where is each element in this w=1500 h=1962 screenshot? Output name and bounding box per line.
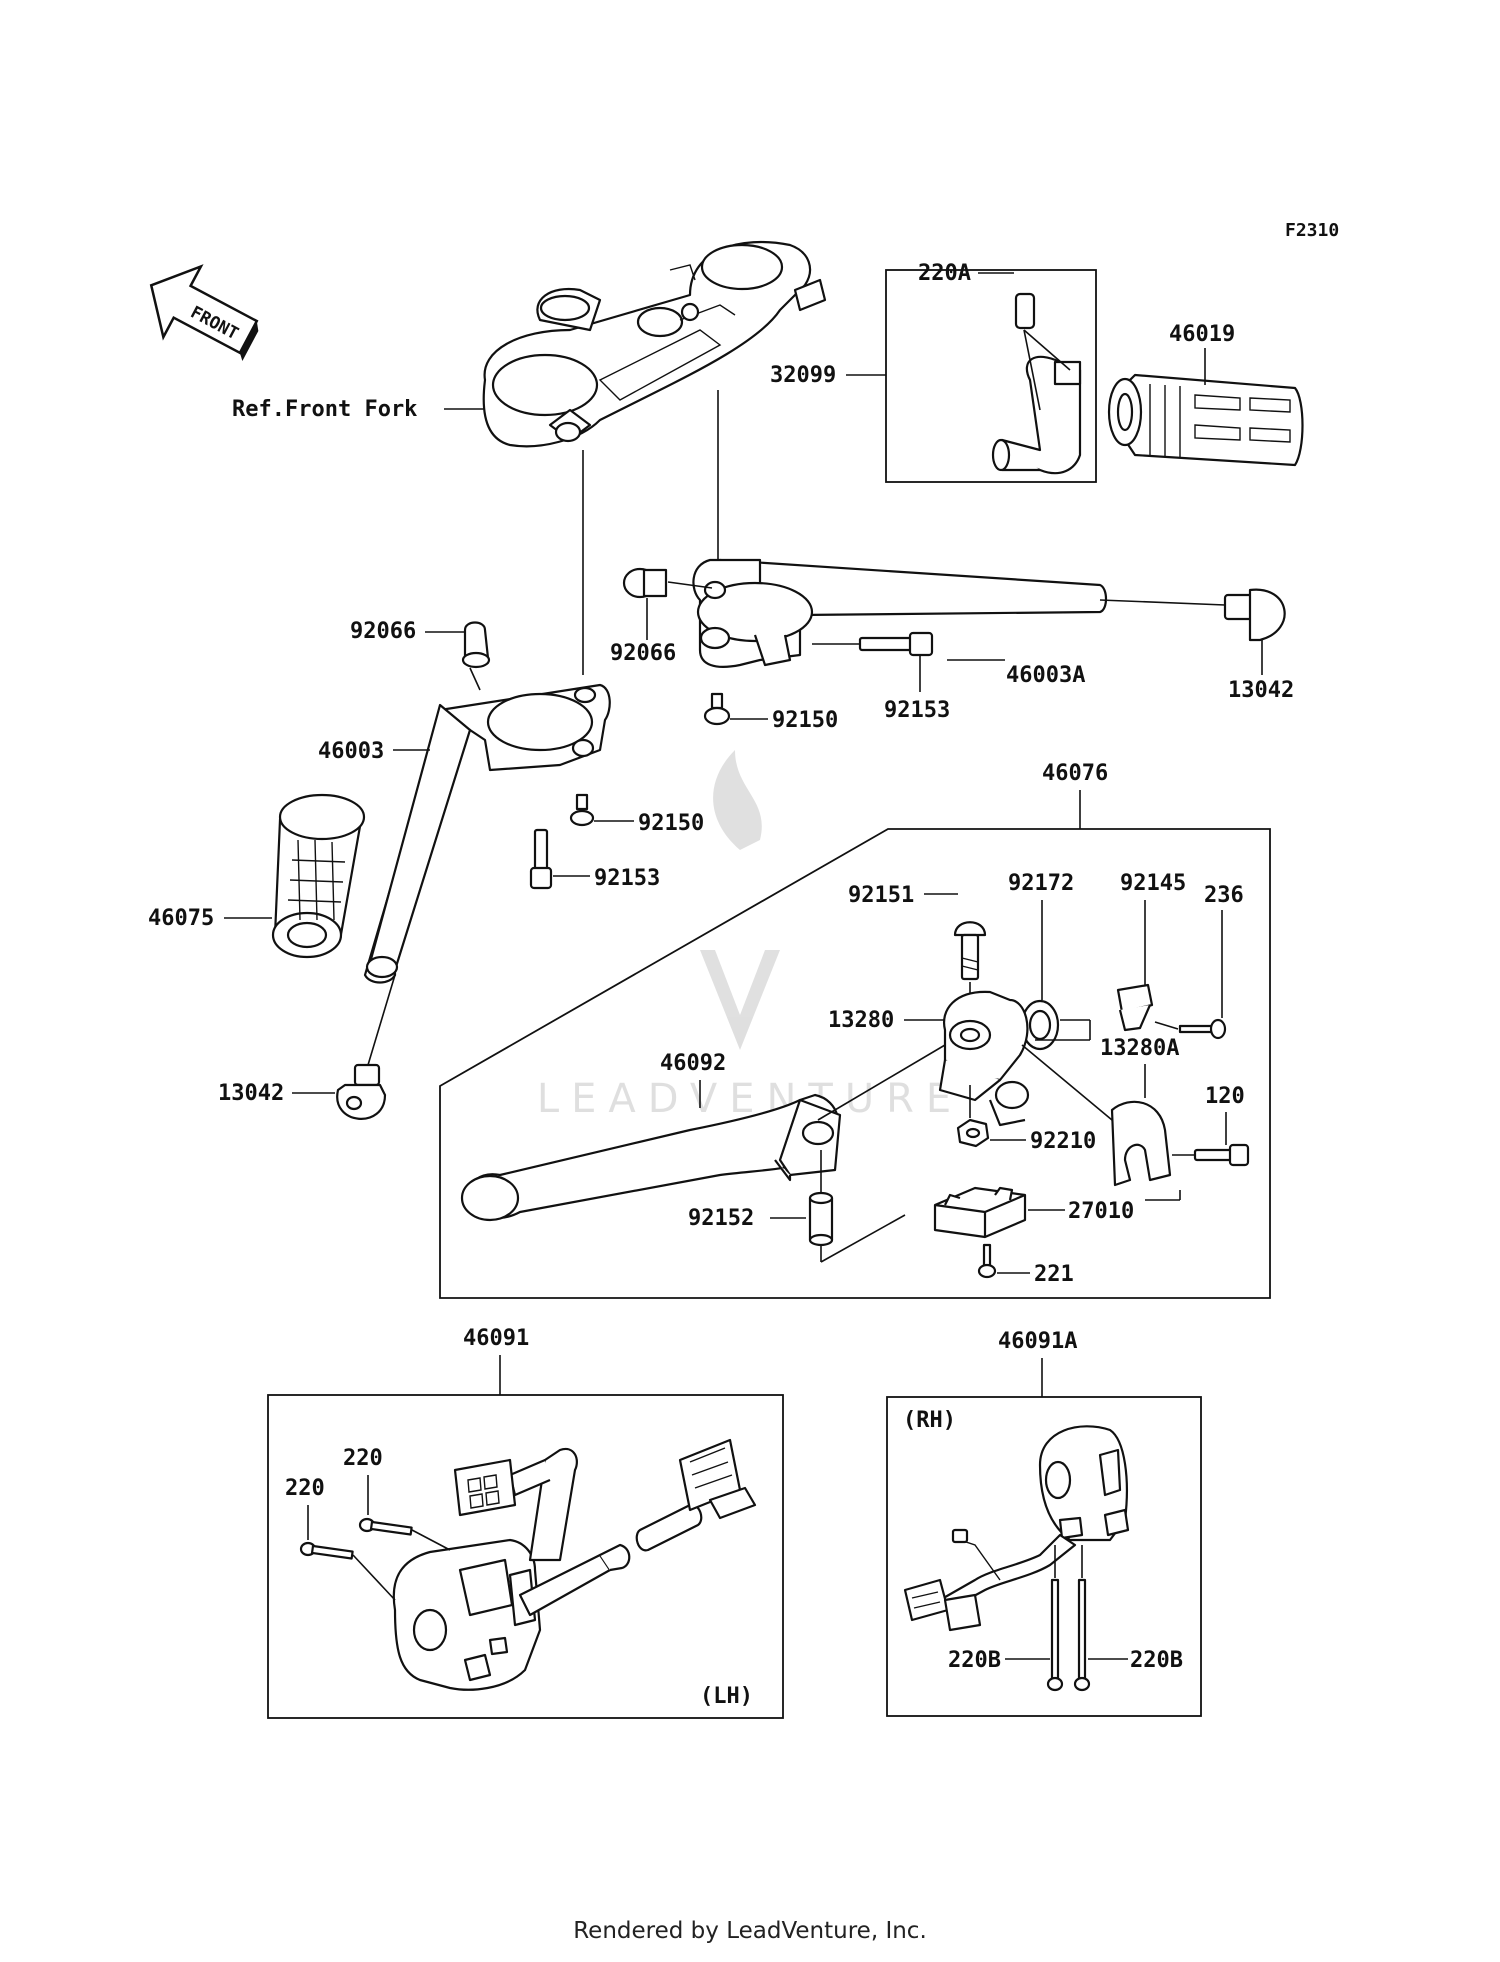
screw-220-lower <box>299 1541 354 1560</box>
part-label-46075: 46075 <box>148 906 214 931</box>
part-label-220B-right: 220B <box>1130 1648 1183 1673</box>
bolt-120 <box>1193 1143 1250 1167</box>
part-label-221: 221 <box>1034 1262 1074 1287</box>
part-label-46019: 46019 <box>1169 322 1235 347</box>
switch-27010 <box>933 1186 1027 1239</box>
end-plug-92066-left <box>461 621 491 669</box>
rh-side-label: (RH) <box>903 1408 956 1433</box>
throttle-grip <box>991 292 1082 475</box>
part-label-120: 120 <box>1205 1084 1245 1109</box>
front-arrow: FRONT <box>149 264 259 361</box>
lh-switch-box <box>267 1394 784 1719</box>
part-label-92066-right: 92066 <box>610 641 676 666</box>
watermark: LEADVENTURE <box>537 750 963 1122</box>
figure-code: F2310 <box>1285 220 1339 241</box>
part-label-92210: 92210 <box>1030 1129 1096 1154</box>
bar-end-13042-left <box>336 1063 387 1120</box>
part-label-220-upper: 220 <box>343 1446 383 1471</box>
clutch-lever-46092 <box>460 1093 842 1222</box>
holder-13280 <box>938 990 1030 1127</box>
part-label-236: 236 <box>1204 883 1244 908</box>
part-label-13042-left: 13042 <box>218 1081 284 1106</box>
part-label-92151: 92151 <box>848 883 914 908</box>
screw-221 <box>977 1243 997 1279</box>
part-label-92150-right: 92150 <box>772 708 838 733</box>
lh-switch-housing <box>392 1538 631 1691</box>
part-label-220A: 220A <box>918 261 971 286</box>
part-label-92153-right: 92153 <box>884 698 950 723</box>
part-label-92145: 92145 <box>1120 871 1186 896</box>
part-label-13280: 13280 <box>828 1008 894 1033</box>
watermark-flame-icon <box>713 750 762 850</box>
screw-220-upper <box>358 1517 413 1536</box>
reference-label: Ref.Front Fork <box>232 397 417 422</box>
part-label-220B-left: 220B <box>948 1648 1001 1673</box>
clamp-13280A <box>1110 1100 1172 1187</box>
screw-92150-right <box>703 692 731 726</box>
part-label-92172: 92172 <box>1008 871 1074 896</box>
clutch-lever-box <box>439 828 1271 1299</box>
rh-switch-housing <box>1038 1425 1130 1542</box>
right-grip-46019 <box>1107 373 1304 467</box>
part-label-32099: 32099 <box>770 363 836 388</box>
screw-220B-right <box>1073 1578 1091 1692</box>
part-label-27010: 27010 <box>1068 1199 1134 1224</box>
footer-credit: Rendered by LeadVenture, Inc. <box>573 1918 927 1944</box>
lh-side-label: (LH) <box>700 1684 753 1709</box>
bolt-92151 <box>953 921 987 981</box>
part-label-92150-left: 92150 <box>638 811 704 836</box>
nut-92210 <box>956 1118 990 1148</box>
part-label-220-lower: 220 <box>285 1476 325 1501</box>
bolt-92153-left <box>529 828 553 890</box>
part-label-92152: 92152 <box>688 1206 754 1231</box>
part-label-46003: 46003 <box>318 739 384 764</box>
throttle-grip-box <box>885 269 1097 483</box>
screw-220B-left <box>1046 1578 1064 1692</box>
watermark-v-icon <box>700 950 780 1050</box>
left-handlebar-46003 <box>363 683 611 984</box>
screw-92150-left <box>569 793 595 827</box>
part-label-92153-left: 92153 <box>594 866 660 891</box>
lh-wiring-harness <box>453 1438 757 1562</box>
part-label-13280A: 13280A <box>1100 1036 1179 1061</box>
part-label-46092: 46092 <box>660 1051 726 1076</box>
collar-92152 <box>808 1191 834 1247</box>
part-label-46076: 46076 <box>1042 761 1108 786</box>
screw-236 <box>1178 1018 1227 1040</box>
watermark-text: LEADVENTURE <box>537 1076 963 1122</box>
right-handlebar-46003A <box>692 558 1108 668</box>
rh-wiring-harness <box>903 1528 1077 1632</box>
bar-end-13042-right <box>1223 588 1286 642</box>
part-label-92066-left: 92066 <box>350 619 416 644</box>
part-label-46091: 46091 <box>463 1326 529 1351</box>
part-label-46003A: 46003A <box>1006 663 1085 688</box>
rh-switch-box <box>886 1396 1202 1717</box>
left-grip-46075 <box>271 793 366 959</box>
bolt-92153-right <box>858 631 934 657</box>
clip-92145 <box>1116 983 1154 1032</box>
upper-triple-clamp <box>482 241 827 448</box>
end-plug-92066-right <box>622 567 668 599</box>
part-label-13042-right: 13042 <box>1228 678 1294 703</box>
part-label-46091A: 46091A <box>998 1329 1077 1354</box>
